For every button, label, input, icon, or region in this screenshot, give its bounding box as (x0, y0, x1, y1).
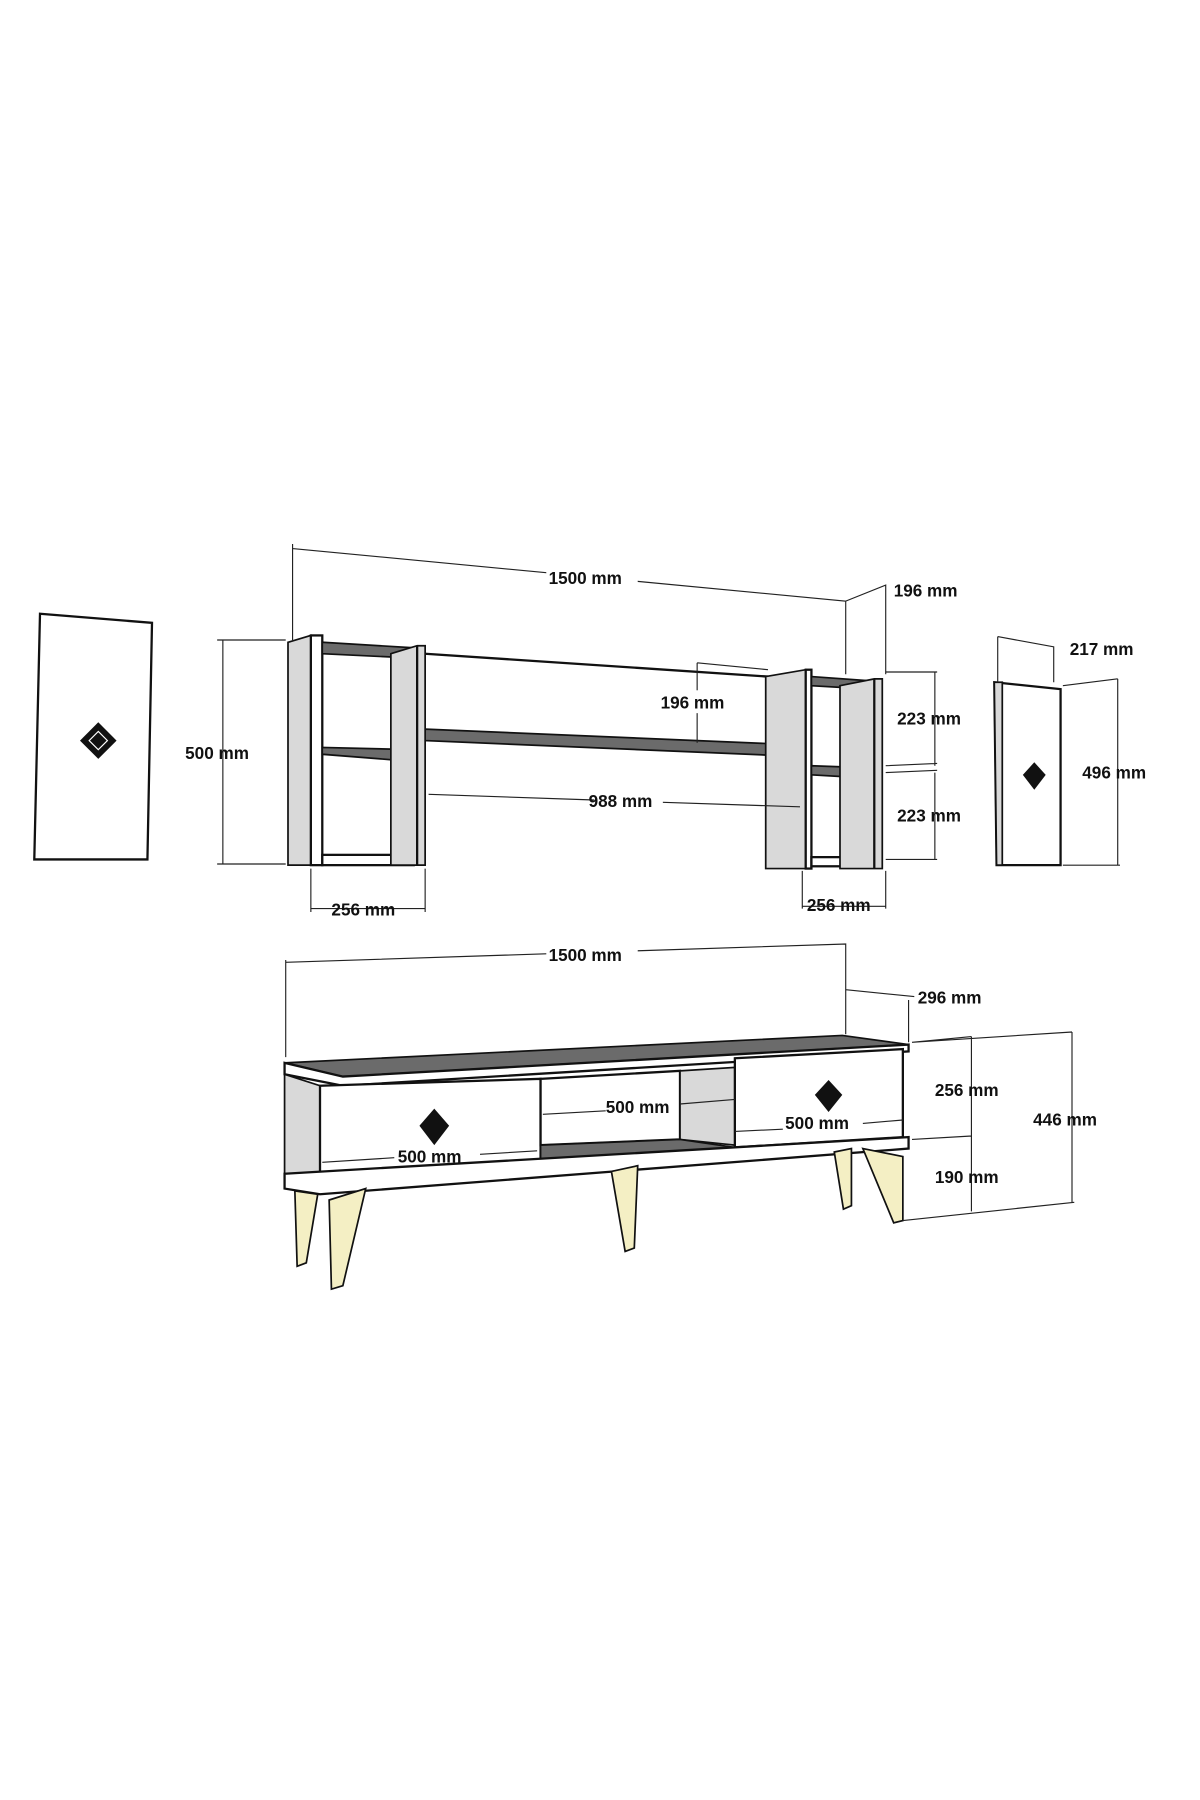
diamond-handle-icon (814, 1080, 843, 1112)
inner-depth-label: 196 mm (661, 693, 725, 713)
tv-total-height-label: 446 mm (1033, 1110, 1097, 1130)
tv-stand (283, 1034, 910, 1291)
diamond-handle-icon (1022, 762, 1046, 790)
right-module-width-label: 256 mm (807, 895, 871, 915)
gold-legs (293, 1147, 904, 1291)
wall-shelf-unit (287, 634, 884, 870)
wall-height-label: 500 mm (185, 743, 249, 763)
diamond-handle-icon (80, 722, 117, 759)
side-panel-depth-label: 217 mm (1070, 639, 1134, 659)
dimension-lines (217, 544, 1120, 1222)
upper-shelf-height-label: 223 mm (897, 709, 961, 729)
tv-body-height-label: 256 mm (935, 1080, 999, 1100)
left-door-width-label: 500 mm (398, 1146, 462, 1166)
left-module-width-label: 256 mm (331, 899, 395, 919)
right-door-width-label: 500 mm (785, 1113, 849, 1133)
side-panel-height-label: 496 mm (1082, 762, 1146, 782)
wall-depth-label: 196 mm (894, 581, 958, 601)
tv-width-label: 1500 mm (549, 945, 622, 965)
right-side-panel (993, 681, 1062, 867)
diamond-handle-icon (419, 1108, 450, 1146)
tv-depth-label: 296 mm (918, 987, 982, 1007)
wall-width-label: 1500 mm (549, 568, 622, 588)
tv-leg-height-label: 190 mm (935, 1167, 999, 1187)
dimension-labels: 1500 mm 196 mm 196 mm 500 mm 223 mm 223 … (185, 565, 1146, 1187)
middle-shelf-width-label: 988 mm (589, 791, 653, 811)
left-door-panel (33, 612, 154, 861)
lower-shelf-height-label: 223 mm (897, 806, 961, 826)
middle-opening-width-label: 500 mm (606, 1097, 670, 1117)
